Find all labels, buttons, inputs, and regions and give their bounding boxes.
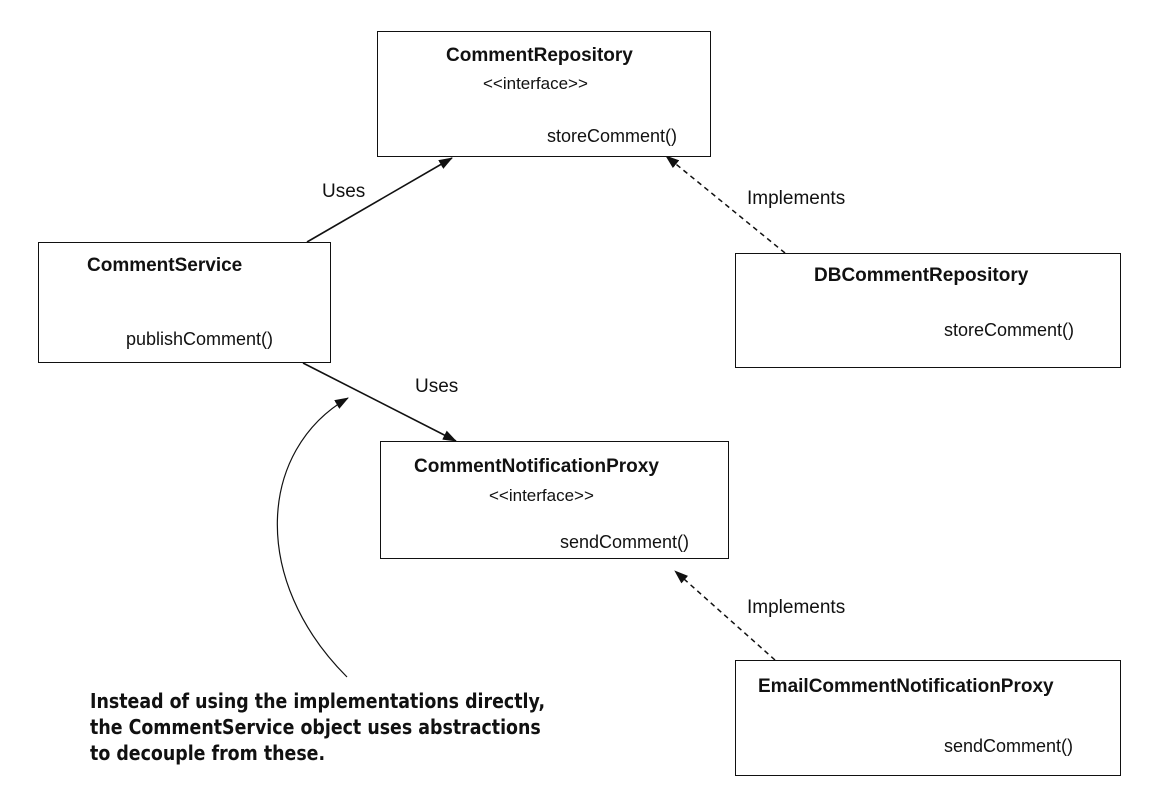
- comment-repository-stereotype: <<interface>>: [483, 74, 588, 93]
- implements-repository-arrow: [665, 155, 786, 254]
- db-comment-repository-method: storeComment(): [944, 320, 1075, 340]
- comment-notification-proxy-method: sendComment(): [560, 532, 690, 552]
- uses-repository-arrow: [306, 157, 453, 243]
- comment-notification-proxy-stereotype: <<interface>>: [489, 486, 594, 505]
- implements-proxy-arrow: [674, 570, 776, 661]
- annotation-line-3: to decouple from these.: [90, 741, 326, 765]
- implements-proxy-label: Implements: [747, 597, 846, 618]
- comment-service-method: publishComment(): [126, 329, 274, 349]
- comment-service-box: CommentService publishComment(): [38, 242, 331, 363]
- annotation-line-2: the CommentService object uses abstracti…: [90, 715, 541, 739]
- uses-repository-label: Uses: [322, 181, 366, 202]
- annotation-note: Instead of using the implementations dir…: [90, 688, 595, 766]
- db-comment-repository-box: DBCommentRepository storeComment(): [735, 253, 1121, 368]
- implements-repository-label: Implements: [747, 188, 846, 209]
- comment-notification-proxy-title: CommentNotificationProxy: [414, 456, 659, 477]
- annotation-line-1: Instead of using the implementations dir…: [90, 689, 546, 713]
- email-comment-notification-proxy-box: EmailCommentNotificationProxy sendCommen…: [735, 660, 1121, 776]
- note-pointer-arrow: [276, 397, 349, 678]
- comment-repository-box: CommentRepository <<interface>> storeCom…: [377, 31, 711, 157]
- comment-notification-proxy-box: CommentNotificationProxy <<interface>> s…: [380, 441, 729, 559]
- uses-proxy-label: Uses: [415, 376, 459, 397]
- db-comment-repository-title: DBCommentRepository: [814, 265, 1029, 286]
- email-comment-notification-proxy-method: sendComment(): [944, 736, 1074, 756]
- comment-repository-title: CommentRepository: [446, 45, 633, 66]
- comment-service-title: CommentService: [87, 255, 243, 276]
- uses-proxy-arrow: [302, 362, 457, 442]
- comment-repository-method: storeComment(): [547, 126, 678, 146]
- email-comment-notification-proxy-title: EmailCommentNotificationProxy: [758, 676, 1054, 697]
